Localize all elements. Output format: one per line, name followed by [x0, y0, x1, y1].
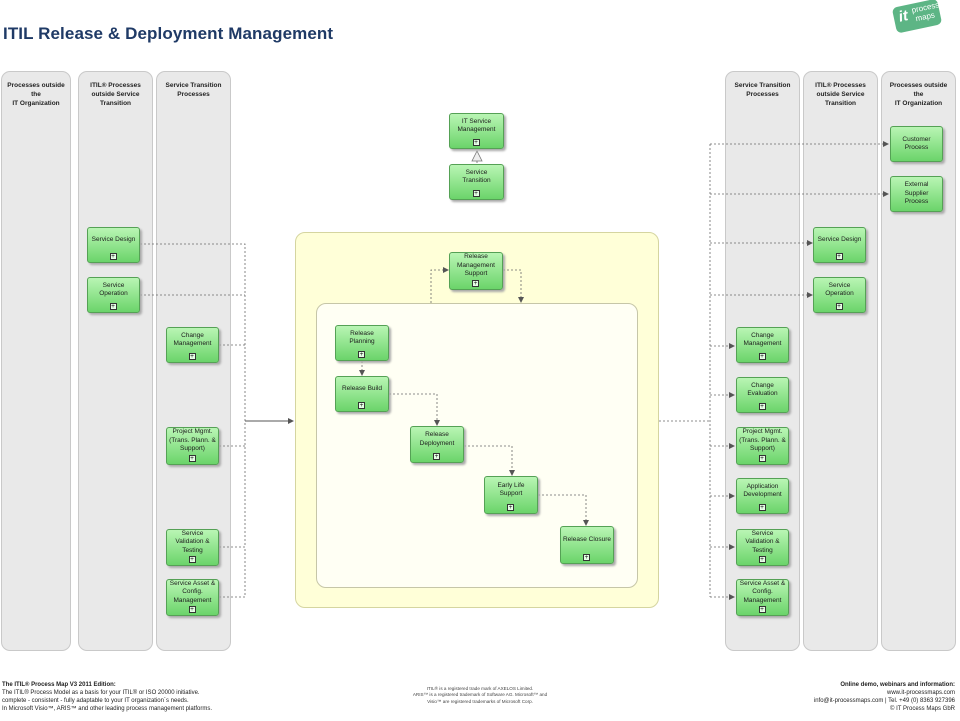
- node-right-change-evaluation[interactable]: Change Evaluation +: [736, 377, 789, 413]
- expand-plus-icon[interactable]: +: [188, 556, 196, 563]
- node-label: External Supplier Process: [904, 181, 929, 206]
- footer-left-body: The ITIL® Process Model as a basis for y…: [2, 690, 212, 712]
- node-right-asset-config[interactable]: Service Asset & Config. Management +: [736, 579, 789, 616]
- connector-line: [219, 421, 246, 548]
- expand-plus-icon[interactable]: +: [758, 606, 766, 613]
- node-label: Release Deployment: [419, 431, 455, 447]
- node-label: Service Asset & Config. Management: [739, 579, 786, 604]
- node-right-service-design[interactable]: Service Design +: [813, 227, 866, 263]
- node-right-change-management[interactable]: Change Management +: [736, 327, 789, 363]
- lane-label: Processes outside the IT Organization: [889, 82, 948, 107]
- expand-plus-icon[interactable]: +: [758, 403, 766, 410]
- node-label: Early Life Support: [497, 481, 525, 498]
- connector-line: [538, 494, 589, 526]
- node-label: Release Build: [341, 384, 383, 392]
- expand-plus-icon[interactable]: +: [835, 303, 843, 310]
- node-label: Change Management: [743, 331, 782, 348]
- node-label: Change Evaluation: [747, 381, 778, 398]
- node-label: Release Planning: [349, 329, 375, 346]
- lane-label: ITIL® Processes outside Service Transiti…: [815, 82, 866, 107]
- footer-trademarks: ITIL® is a registered trade mark of AXEL…: [412, 686, 548, 704]
- footer-right: Online demo, webinars and information: w…: [814, 673, 955, 721]
- node-customer-process[interactable]: Customer Process: [890, 126, 943, 162]
- connector-line: [430, 267, 449, 303]
- footer-left-title: The ITIL® Process Map V3 2011 Edition:: [2, 682, 116, 688]
- lane-itil-outside-transition-right: ITIL® Processes outside Service Transiti…: [803, 71, 878, 651]
- footer-right-body: www.it-processmaps.com info@it-processma…: [813, 690, 955, 712]
- node-release-closure[interactable]: Release Closure +: [560, 526, 614, 564]
- expand-plus-icon[interactable]: +: [507, 504, 514, 511]
- expand-plus-icon[interactable]: +: [109, 253, 117, 260]
- node-label: Service Validation & Testing: [745, 529, 780, 554]
- node-label: Application Development: [743, 482, 782, 499]
- lane-label: Service Transition Processes: [734, 82, 791, 98]
- node-service-transition[interactable]: Service Transition +: [449, 164, 504, 200]
- node-label: Service Transition: [462, 168, 491, 185]
- expand-plus-icon[interactable]: +: [109, 303, 117, 310]
- expand-plus-icon[interactable]: +: [758, 455, 766, 462]
- node-right-application-development[interactable]: Application Development +: [736, 478, 789, 514]
- expand-plus-icon[interactable]: +: [358, 402, 365, 409]
- node-label: Change Management: [173, 331, 212, 348]
- expand-plus-icon[interactable]: +: [758, 556, 766, 563]
- connector-line: [140, 243, 246, 421]
- node-release-build[interactable]: Release Build +: [335, 376, 389, 412]
- expand-plus-icon[interactable]: +: [188, 455, 196, 462]
- node-label: Project Mgmt. (Trans. Plann. & Support): [739, 428, 786, 453]
- lane-label: ITIL® Processes outside Service Transiti…: [90, 82, 141, 107]
- node-right-service-operation[interactable]: Service Operation +: [813, 277, 866, 313]
- node-left-service-design[interactable]: Service Design +: [87, 227, 140, 263]
- node-release-management-support[interactable]: Release Management Support +: [449, 252, 503, 290]
- expand-plus-icon[interactable]: +: [472, 280, 479, 287]
- lane-label: Processes outside the IT Organization: [7, 82, 65, 107]
- expand-plus-icon[interactable]: +: [472, 139, 480, 146]
- expand-plus-icon[interactable]: +: [188, 353, 196, 360]
- node-left-service-validation[interactable]: Service Validation & Testing +: [166, 529, 219, 566]
- node-label: Customer Process: [902, 135, 931, 152]
- expand-plus-icon[interactable]: +: [835, 253, 843, 260]
- node-left-change-management[interactable]: Change Management +: [166, 327, 219, 363]
- node-left-project-mgmt[interactable]: Project Mgmt. (Trans. Plann. & Support) …: [166, 427, 219, 465]
- node-it-service-management[interactable]: IT Service Management +: [449, 113, 504, 149]
- expand-plus-icon[interactable]: +: [188, 606, 196, 613]
- lane-outside-it-left: Processes outside the IT Organization: [1, 71, 71, 651]
- node-label: Service Asset & Config. Management: [169, 579, 216, 604]
- node-left-service-operation[interactable]: Service Operation +: [87, 277, 140, 313]
- generalization-triangle: [471, 150, 483, 162]
- node-label: IT Service Management: [457, 117, 496, 134]
- node-label: Service Operation: [825, 281, 854, 298]
- connector-line: [389, 393, 440, 426]
- node-external-supplier-process[interactable]: External Supplier Process: [890, 176, 943, 212]
- connector-line: [464, 445, 515, 476]
- expand-plus-icon[interactable]: +: [358, 351, 365, 358]
- footer-right-title: Online demo, webinars and information:: [840, 682, 955, 688]
- node-right-service-validation[interactable]: Service Validation & Testing +: [736, 529, 789, 566]
- page-title: ITIL Release & Deployment Management: [3, 24, 334, 43]
- node-release-planning[interactable]: Release Planning +: [335, 325, 389, 361]
- expand-plus-icon[interactable]: +: [758, 504, 766, 511]
- node-label: Service Design: [91, 235, 136, 243]
- expand-plus-icon[interactable]: +: [758, 353, 766, 360]
- lane-outside-it-right: Processes outside the IT Organization: [881, 71, 956, 651]
- node-label: Release Management Support: [457, 253, 495, 278]
- expand-plus-icon[interactable]: +: [472, 190, 480, 197]
- connector-line: [503, 269, 524, 303]
- connector-line: [219, 547, 246, 598]
- node-label: Service Operation: [99, 281, 128, 298]
- lane-label: Service Transition Processes: [165, 82, 222, 98]
- node-label: Service Validation & Testing: [175, 529, 210, 554]
- node-right-project-mgmt[interactable]: Project Mgmt. (Trans. Plann. & Support) …: [736, 427, 789, 465]
- expand-plus-icon[interactable]: +: [583, 554, 590, 561]
- node-left-asset-config[interactable]: Service Asset & Config. Management +: [166, 579, 219, 616]
- node-label: Project Mgmt. (Trans. Plann. & Support): [169, 428, 216, 453]
- node-early-life-support[interactable]: Early Life Support +: [484, 476, 538, 514]
- node-release-deployment[interactable]: Release Deployment +: [410, 426, 464, 463]
- lane-itil-outside-transition-left: ITIL® Processes outside Service Transiti…: [78, 71, 153, 651]
- footer-left: The ITIL® Process Map V3 2011 Edition: T…: [2, 673, 212, 721]
- node-label: Release Closure: [562, 535, 612, 543]
- expand-plus-icon[interactable]: +: [433, 453, 440, 460]
- node-label: Service Design: [817, 235, 862, 243]
